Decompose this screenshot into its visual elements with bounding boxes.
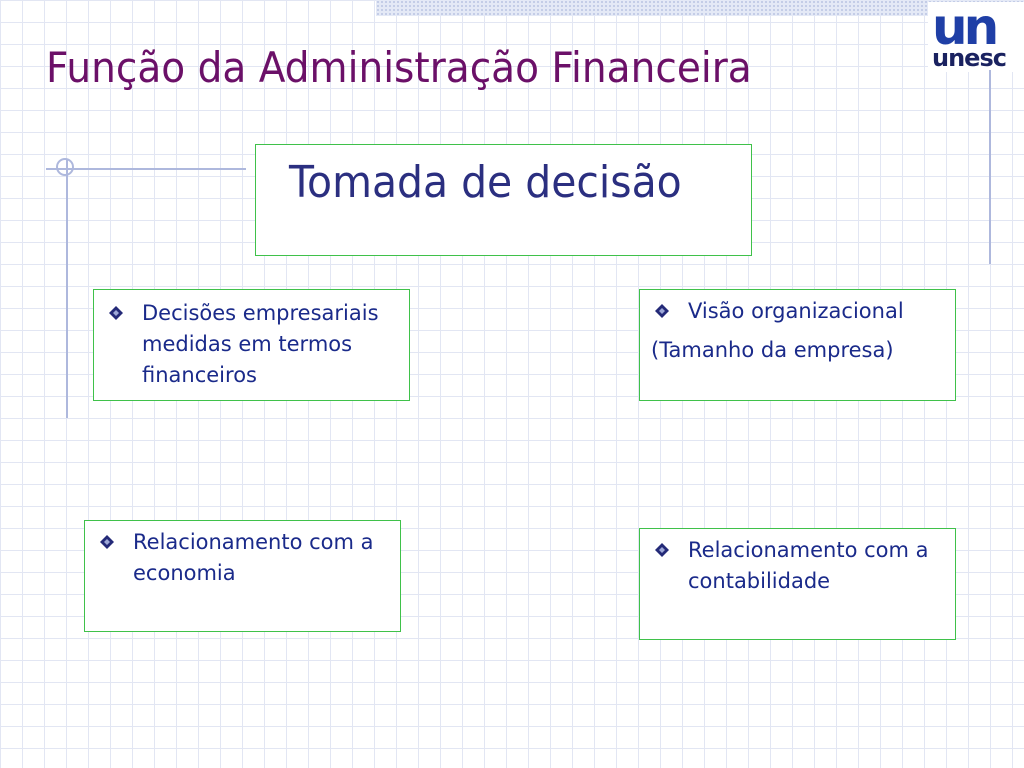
slide-title: Função da Administração Financeira xyxy=(46,43,752,92)
logo-mark: un xyxy=(932,0,999,56)
bullet-line: Relacionamento com a xyxy=(688,538,929,562)
decor-crosshair-circle xyxy=(56,158,74,176)
box-business-decisions: Decisões empresariais medidas em termos … xyxy=(93,289,410,401)
center-decision-box: Tomada de decisão xyxy=(255,144,752,256)
bullet-line: Decisões empresariais xyxy=(142,301,379,325)
header-band-decoration xyxy=(376,0,1024,16)
company-size-note: (Tamanho da empresa) xyxy=(651,338,894,362)
bullet-item: Relacionamento com a contabilidade xyxy=(654,535,954,597)
decor-vertical-line-left xyxy=(66,160,68,418)
diamond-bullet-icon xyxy=(655,543,669,557)
box-economy-relation: Relacionamento com a economia xyxy=(84,520,401,632)
diamond-bullet-icon xyxy=(109,306,123,320)
bullet-item: Decisões empresariais medidas em termos … xyxy=(108,298,408,391)
bullet-item: Relacionamento com a economia xyxy=(99,527,399,589)
bullet-line: Visão organizacional xyxy=(688,299,904,323)
center-decision-text: Tomada de decisão xyxy=(289,157,682,208)
box-organizational-view: Visão organizacional (Tamanho da empresa… xyxy=(639,289,956,401)
bullet-line: economia xyxy=(133,561,236,585)
unesc-logo: un unesc xyxy=(928,2,1024,72)
bullet-item: Visão organizacional xyxy=(654,296,954,327)
bullet-line: medidas em termos xyxy=(142,332,353,356)
bullet-line: Relacionamento com a xyxy=(133,530,374,554)
bullet-line: contabilidade xyxy=(688,569,831,593)
decor-vertical-line-right xyxy=(989,70,991,264)
bullet-line: financeiros xyxy=(142,363,257,387)
logo-text: unesc xyxy=(932,44,1007,72)
decor-horizontal-line-left xyxy=(46,168,246,170)
box-accounting-relation: Relacionamento com a contabilidade xyxy=(639,528,956,640)
diamond-bullet-icon xyxy=(655,304,669,318)
diamond-bullet-icon xyxy=(100,535,114,549)
